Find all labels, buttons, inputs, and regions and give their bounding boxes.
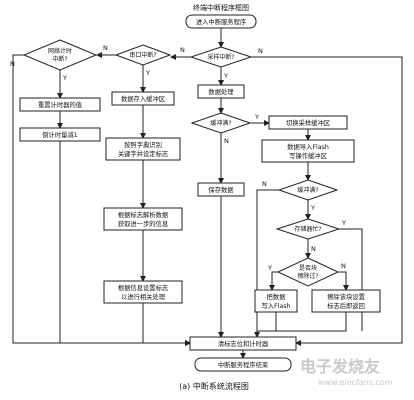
can-erase-label-1: 是否块 — [299, 264, 317, 272]
buffer-full-label: 缓冲满? — [210, 119, 231, 127]
buffer-full2-yes: Y — [310, 204, 315, 212]
network-timer-label-2: 中断? — [52, 55, 67, 63]
save-data-label: 保存数据 — [208, 185, 234, 194]
serial-buffer-label: 数据存入缓冲区 — [121, 94, 165, 103]
storage-busy-yes: Y — [341, 219, 346, 227]
sampling-no-right: N — [258, 47, 263, 55]
serial-no: N — [103, 44, 108, 52]
flash-import-label-1: 数据导入Flash — [287, 142, 329, 151]
diagram-title: 终端中断程序框图 — [193, 3, 249, 12]
serial-label: 串口中断? — [129, 51, 156, 59]
can-erase-yes: Y — [267, 264, 272, 272]
sampling-label: 采样中断? — [207, 53, 234, 61]
data-process-label: 数据处理 — [208, 87, 234, 96]
can-erase-no: N — [341, 262, 346, 270]
set-flag-label-2: 以进行相关处理 — [121, 292, 166, 301]
timer-decrement-label: 倒计时量减1 — [42, 130, 78, 139]
dict-identify-label-2: 关键字并设定标志 — [118, 149, 168, 158]
parse-flag-label-1: 根据标志解析数据 — [118, 210, 169, 219]
can-erase-decision — [276, 257, 340, 287]
clear-flags-label: 清标志位和计时器 — [218, 339, 269, 348]
buffer-full-yes: Y — [254, 113, 259, 121]
watermark-main: 电子发烧友 — [300, 357, 381, 376]
sampling-no: N — [180, 46, 185, 54]
network-timer-yes: Y — [62, 74, 67, 82]
write-flash-label-2: 写入Flash — [261, 302, 290, 310]
network-timer-decision — [22, 39, 98, 71]
end-label: 中断服务程序结束 — [218, 360, 269, 369]
sampling-yes: Y — [223, 72, 228, 80]
flash-import-label-2: 写操作缓冲区 — [289, 151, 327, 160]
write-flash-label-1: 把数据 — [267, 292, 287, 301]
buffer-full-no: N — [224, 137, 229, 145]
serial-yes: Y — [145, 69, 150, 77]
buffer-full2-label: 缓冲满? — [297, 186, 318, 194]
network-timer-label-1: 网络计时 — [48, 47, 72, 55]
erase-block-label-1: 擦除该块设置 — [327, 292, 365, 301]
set-flag-label-1: 根据信息设置标志 — [118, 283, 168, 292]
buffer-full2-no: N — [262, 180, 267, 188]
storage-busy-label: 存储器忙? — [294, 225, 321, 233]
end-terminal — [194, 357, 292, 372]
switch-buffer-label: 切换采样缓冲区 — [286, 118, 330, 127]
dict-identify-label-1: 按照字典识别 — [124, 140, 162, 149]
parse-flag-label-2: 获取进一步的信息 — [118, 219, 168, 228]
reset-timer-label: 重置计时器的值 — [38, 100, 83, 109]
erase-block-label-2: 标志后即返回 — [327, 301, 365, 310]
storage-busy-no: N — [311, 245, 316, 253]
diagram-caption: (a) 中断系统流程图 — [179, 381, 249, 391]
can-erase-label-2: 擦除过? — [297, 272, 318, 280]
network-timer-no: N — [10, 60, 15, 68]
start-label: 进入中断服务程序 — [196, 17, 246, 26]
watermark-sub: www.elecfans.com — [318, 378, 393, 387]
